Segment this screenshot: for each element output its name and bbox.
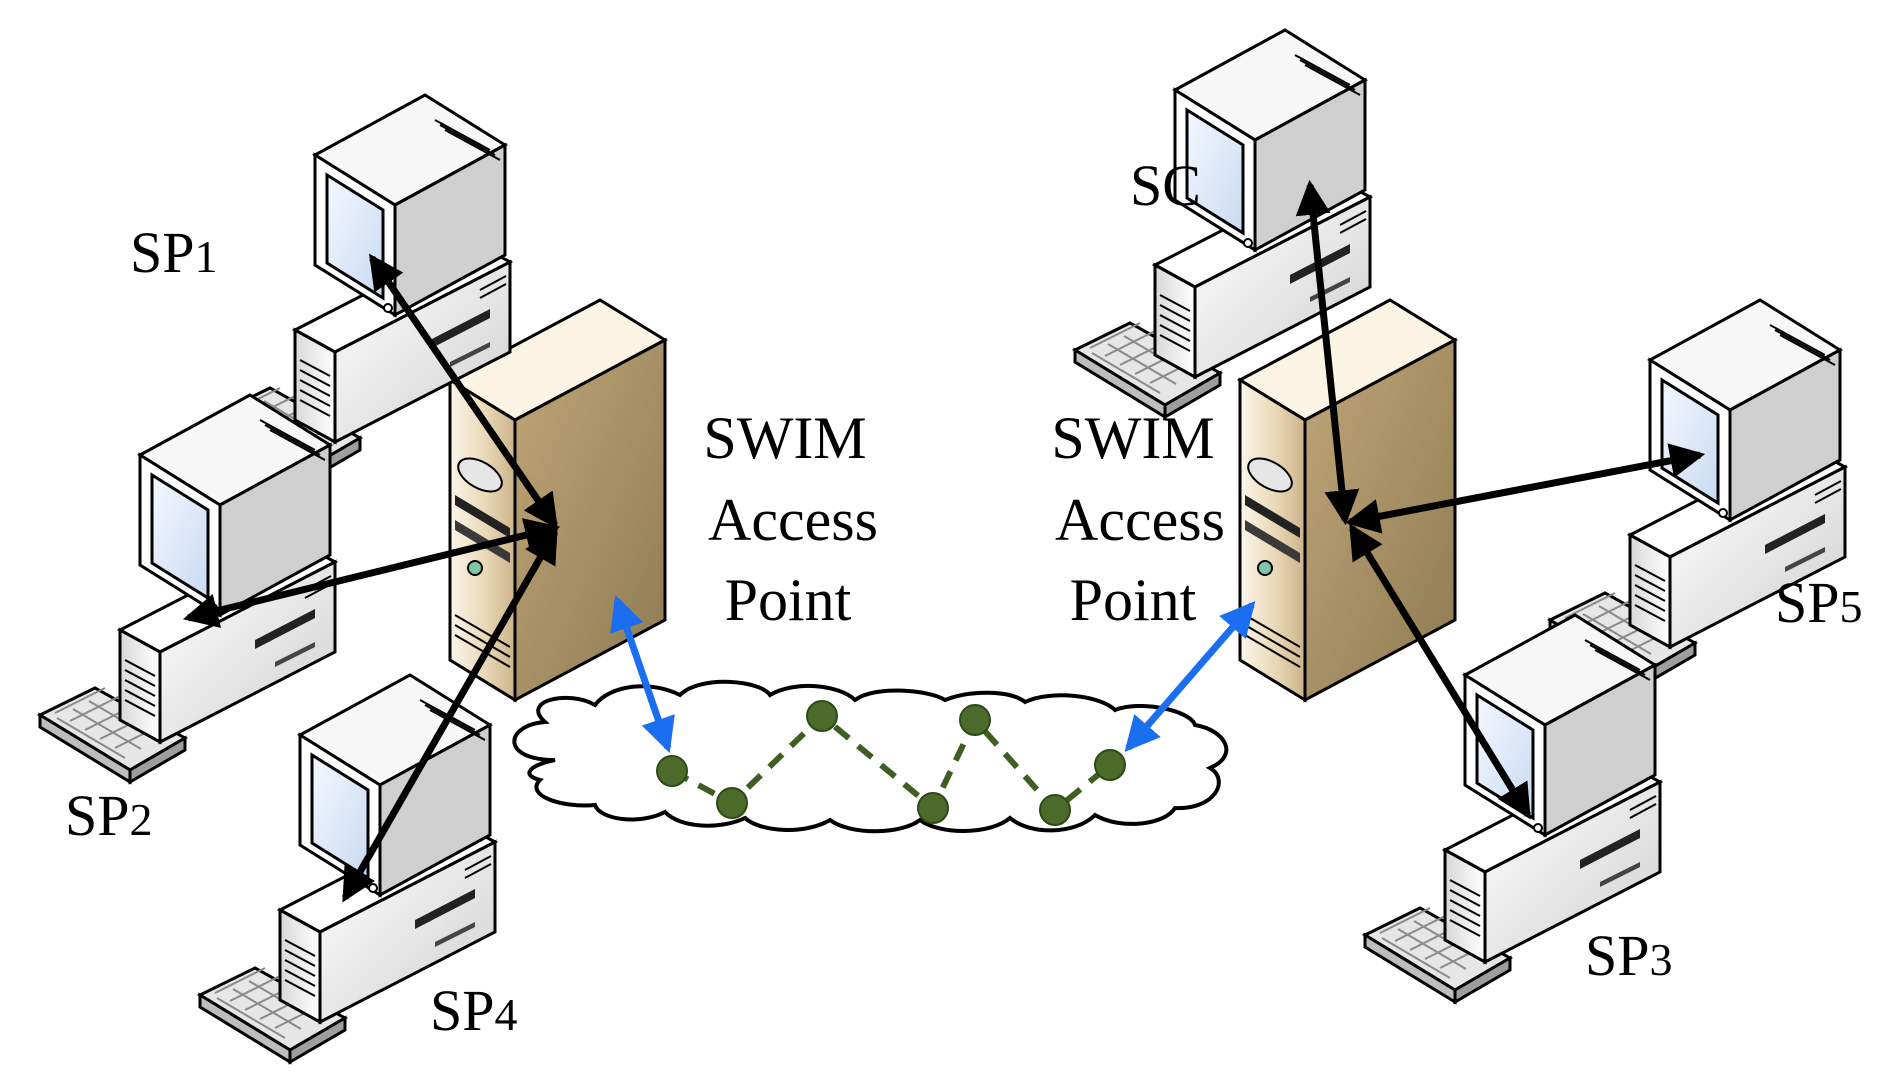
sp4-label: SP4 <box>430 978 518 1043</box>
ap-right-label-line2: Access <box>1055 487 1225 553</box>
ap-left-label: SWIM Access Point <box>703 405 878 633</box>
network-hop <box>959 704 991 736</box>
arrow-sp5-ap-right <box>1344 443 1706 534</box>
network-hop <box>806 700 838 732</box>
sp1-label: SP1 <box>130 220 218 285</box>
ap-left-label-line3: Point <box>725 567 852 633</box>
sp2-computer <box>38 393 337 784</box>
arrow-sp4-ap-left <box>341 527 559 903</box>
network-hop <box>1039 794 1071 826</box>
network-hop <box>656 755 688 787</box>
sc-label: SC <box>1130 153 1201 218</box>
sp2-label: SP2 <box>65 783 153 848</box>
client-links <box>182 179 1706 903</box>
network-hop-path <box>656 700 1126 826</box>
sp5-label: SP5 <box>1775 570 1863 635</box>
arrow-sp1-ap-left <box>369 253 558 530</box>
ap-right-label-line1: SWIM <box>1051 405 1214 471</box>
sp3-label: SP3 <box>1585 923 1673 988</box>
network-hop <box>1094 749 1126 781</box>
arrow-sp3-ap-right <box>1349 523 1531 820</box>
ap-left-label-line2: Access <box>708 487 878 553</box>
arrow-sc-ap-right <box>1295 179 1360 526</box>
arrow-ap-left-network <box>610 595 675 753</box>
ap-right-label: SWIM Access Point <box>1051 405 1225 633</box>
arrow-ap-right-network <box>1124 601 1256 752</box>
network-hop <box>917 792 949 824</box>
backbone-links <box>610 595 1256 753</box>
ap-left-label-line1: SWIM <box>703 405 866 471</box>
network-hop <box>716 787 748 819</box>
ap-right-label-line3: Point <box>1070 567 1197 633</box>
